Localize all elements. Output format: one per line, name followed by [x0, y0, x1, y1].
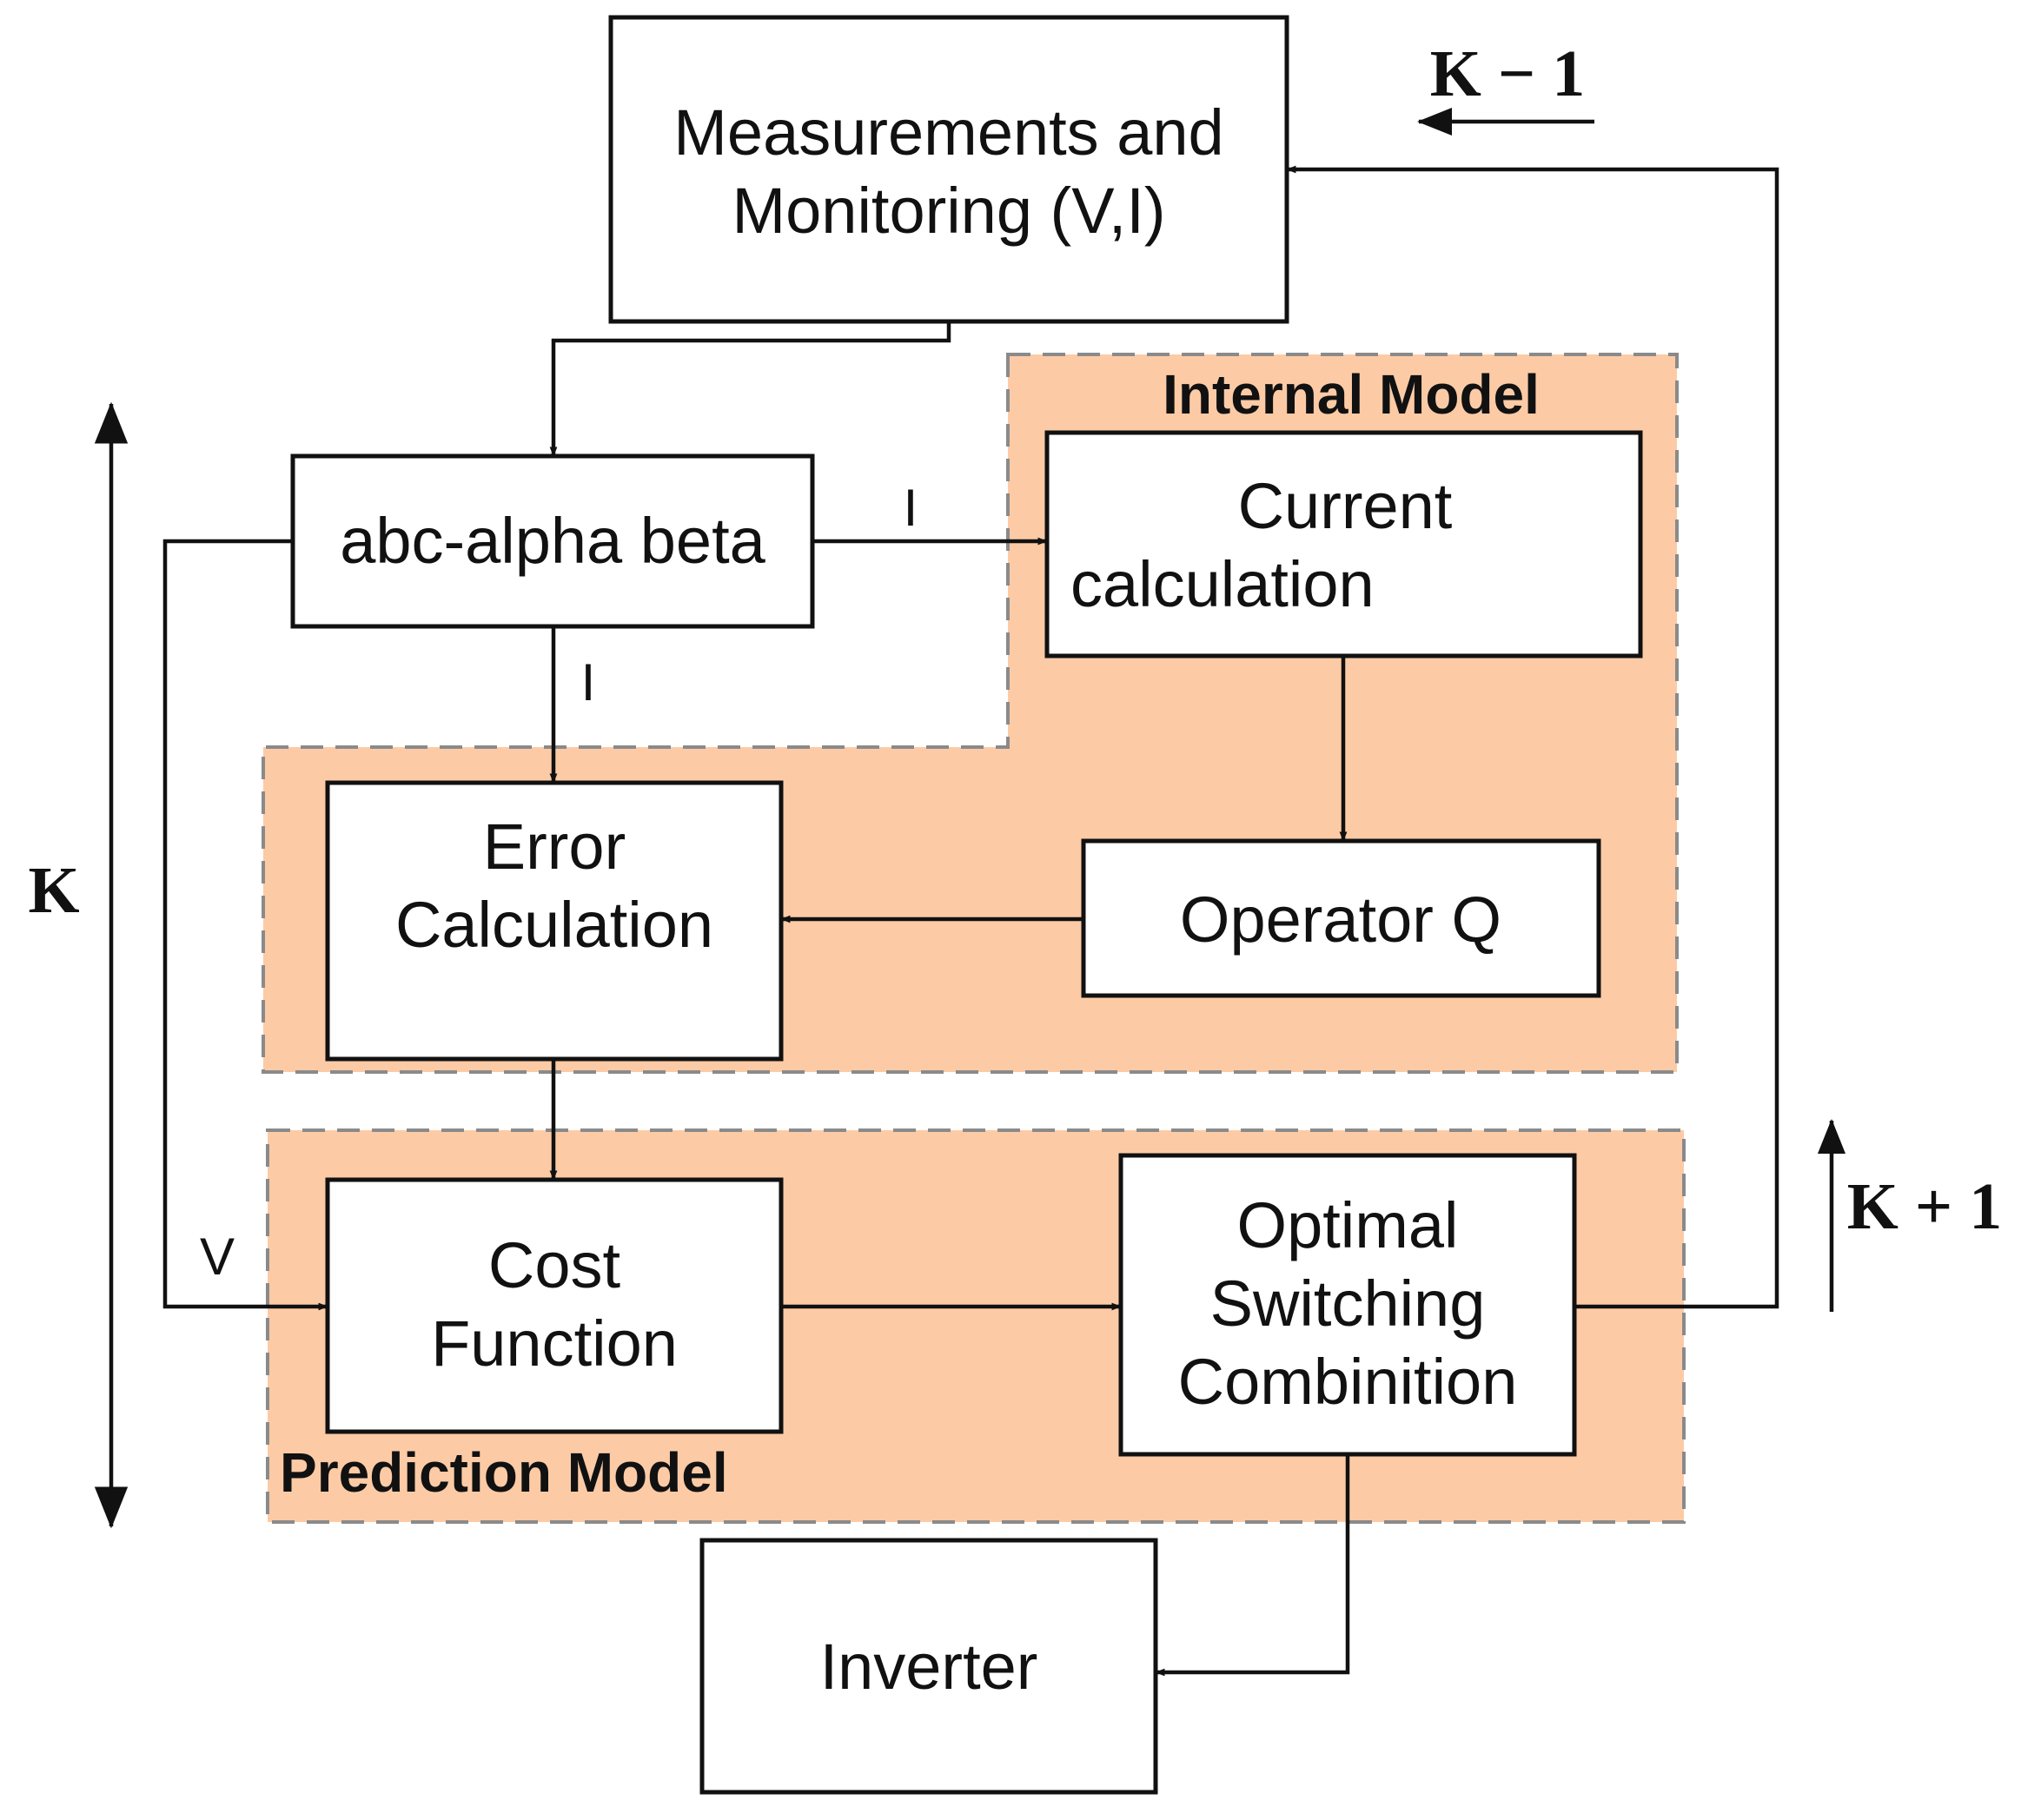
current-signal-label-top: I — [904, 479, 918, 537]
measurements-to-abc-arrow — [549, 321, 951, 457]
cost-function-label-line2: Function — [431, 1307, 678, 1380]
inverter-label: Inverter — [820, 1631, 1038, 1703]
measurements-label-line2: Monitoring (V,I) — [732, 175, 1165, 247]
cost-function-block: Cost Function — [325, 1177, 784, 1434]
inverter-block: Inverter — [699, 1538, 1158, 1795]
feedback-to-measurements-arrow — [1286, 165, 1779, 1309]
optimal-switching-label-line1: Optimal — [1237, 1189, 1459, 1261]
cost-function-label-line1: Cost — [488, 1229, 621, 1301]
k-minus-1-label: K − 1 — [1430, 37, 1585, 110]
operator-q-label: Operator Q — [1180, 884, 1501, 956]
current-calculation-block: Current calculation — [1044, 430, 1643, 659]
abc-alpha-beta-label: abc-alpha beta — [340, 505, 765, 577]
prediction-model-title: Prediction Model — [280, 1441, 728, 1504]
error-calculation-block: Error Calculation — [325, 780, 784, 1062]
operator-q-block: Operator Q — [1081, 838, 1601, 998]
voltage-feed-arrow — [162, 539, 328, 1311]
voltage-signal-label: V — [200, 1228, 235, 1286]
optimal-switching-label-line2: Switching — [1210, 1267, 1486, 1340]
measurements-label-line1: Measurements and — [673, 96, 1223, 169]
current-calculation-label-line1: Current — [1238, 470, 1453, 542]
k-label: K — [28, 854, 79, 927]
optimal-switching-block: Optimal Switching Combinition — [1118, 1153, 1577, 1457]
k-plus-1-label: K + 1 — [1847, 1170, 2002, 1243]
measurements-block: Measurements and Monitoring (V,I) — [608, 15, 1289, 324]
error-calculation-label-line2: Calculation — [395, 889, 713, 961]
current-calculation-label-line2: calculation — [1070, 548, 1375, 620]
optimal-switching-label-line3: Combinition — [1178, 1346, 1518, 1418]
error-calculation-label-line1: Error — [483, 811, 626, 883]
internal-model-title: Internal Model — [1163, 363, 1540, 426]
abc-alpha-beta-block: abc-alpha beta — [290, 453, 815, 629]
optimal-switching-to-inverter-arrow — [1155, 1454, 1350, 1677]
current-signal-label-left: I — [581, 653, 596, 711]
